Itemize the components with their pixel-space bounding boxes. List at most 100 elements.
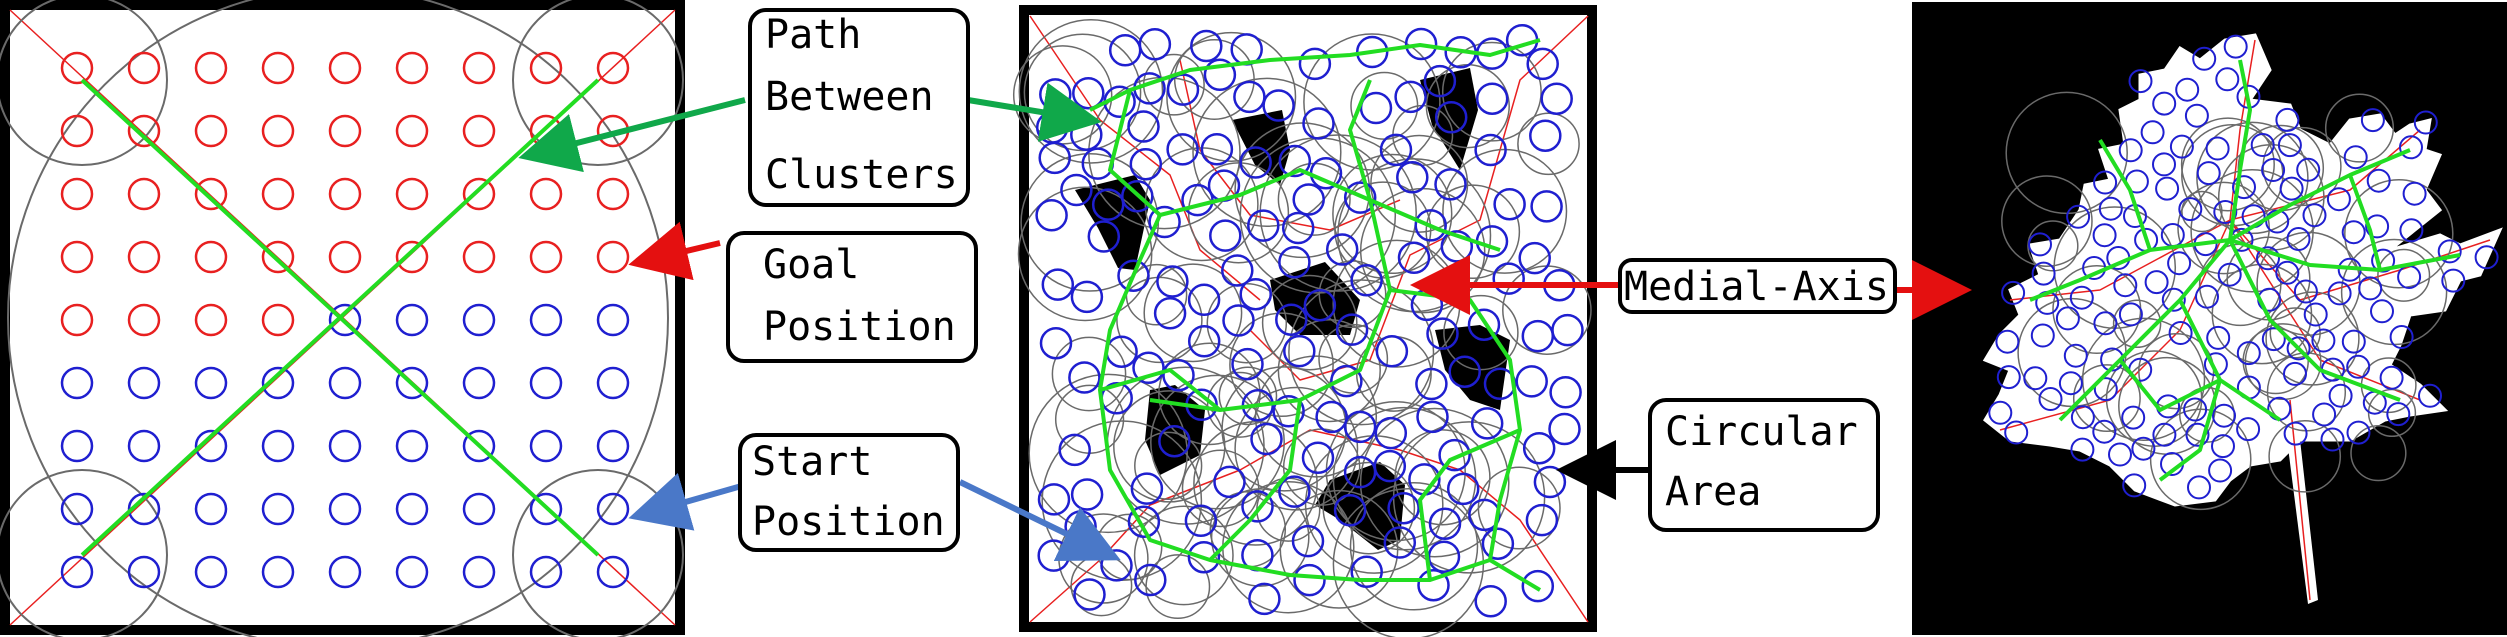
goal-agent [462, 177, 496, 211]
agent [1350, 555, 1383, 589]
obstacle-paths [1089, 38, 1542, 592]
cluster-circle [1113, 390, 1226, 503]
agent [1091, 188, 1125, 221]
cluster-circle [1261, 274, 1358, 371]
goal-agent [60, 303, 94, 337]
label-line: Path [765, 12, 861, 58]
agent [1475, 82, 1509, 115]
start-agent [328, 303, 362, 337]
agent [2212, 403, 2236, 428]
agent [2192, 46, 2217, 71]
goal-agent [462, 240, 496, 274]
arrow-path-to-grid [518, 97, 746, 173]
agent [2093, 170, 2118, 195]
cluster-circle [1318, 323, 1389, 394]
goal-agent [127, 303, 161, 337]
agent [1153, 297, 1187, 330]
label-line: Area [1665, 469, 1761, 515]
start-agent [529, 492, 563, 526]
agent [1315, 400, 1348, 434]
cluster-circle [1303, 33, 1441, 171]
cluster-circle [2001, 175, 2093, 267]
agent [1247, 209, 1280, 242]
agent [1272, 395, 1305, 428]
goal-agent [261, 303, 295, 337]
cluster-circle [1477, 466, 1561, 550]
agent [1117, 259, 1150, 292]
agent [2441, 268, 2466, 293]
agent [2128, 69, 2153, 94]
cluster-circle [1259, 134, 1417, 292]
goal-agent [127, 114, 161, 148]
cluster-circle [2180, 117, 2275, 212]
start-agent [261, 492, 295, 526]
arrow-start-to-grid [628, 472, 746, 531]
agent [2327, 281, 2352, 306]
agent [1121, 179, 1154, 213]
agent [2118, 302, 2143, 327]
goal-agent [194, 114, 228, 148]
agent [2118, 138, 2143, 163]
arrow-path-to-obstacles [967, 82, 1102, 142]
agent [2168, 321, 2193, 345]
cluster-circle [1229, 312, 1334, 418]
agent [1283, 334, 1316, 368]
agent [2328, 383, 2353, 408]
start-agent [194, 429, 228, 463]
cluster-circle [1192, 77, 1342, 227]
start-agent [261, 429, 295, 463]
agent [2275, 107, 2300, 132]
arrow-goal [628, 221, 721, 281]
start-agent [127, 492, 161, 526]
agent [1156, 265, 1189, 298]
agent [2275, 260, 2300, 285]
agent [2370, 299, 2394, 324]
agent [2399, 218, 2424, 243]
agent [1166, 73, 1200, 106]
cluster-path [2058, 238, 2232, 422]
agent [1148, 205, 1181, 239]
cluster-circle [1051, 336, 1127, 412]
agent [2070, 405, 2095, 430]
agent [1530, 190, 1563, 223]
goal-agent [328, 114, 362, 148]
agent [2250, 133, 2275, 157]
agent [2187, 475, 2211, 500]
agent [2113, 273, 2138, 298]
agent [1492, 262, 1525, 295]
start-agent [529, 303, 563, 337]
agent [1518, 241, 1551, 275]
goal-agent [395, 114, 429, 148]
agent [1325, 233, 1359, 266]
agent [1291, 524, 1325, 558]
goal-agent [395, 177, 429, 211]
agent [2236, 417, 2261, 442]
cluster-path [2228, 148, 2411, 242]
agent [1209, 219, 1242, 252]
label-circular-area: Circular Area [1648, 398, 1880, 532]
panel-obstacle-scenario [1012, 5, 1597, 637]
cluster-circle [2377, 248, 2431, 302]
start-agent [395, 303, 429, 337]
agent [1203, 58, 1237, 92]
agent [1404, 27, 1438, 61]
goal-agent [194, 177, 228, 211]
agent [1127, 110, 1160, 143]
start-agent [194, 492, 228, 526]
agent [1039, 326, 1073, 360]
cluster-circle [1288, 279, 1435, 426]
grid-cluster-circles [0, 0, 684, 637]
cluster-circle [7, 0, 669, 637]
agent [1396, 161, 1429, 194]
agent [1467, 308, 1501, 341]
leaf-paths [2029, 59, 2461, 482]
agent [1060, 173, 1093, 207]
agent [2206, 325, 2231, 350]
label-start-position: Start Position [738, 433, 960, 552]
agent [2360, 108, 2385, 133]
agent [2108, 442, 2132, 467]
goal-agent [328, 240, 362, 274]
goal-agent [529, 240, 563, 274]
cluster-circle [1322, 461, 1416, 555]
agent [1233, 80, 1266, 114]
